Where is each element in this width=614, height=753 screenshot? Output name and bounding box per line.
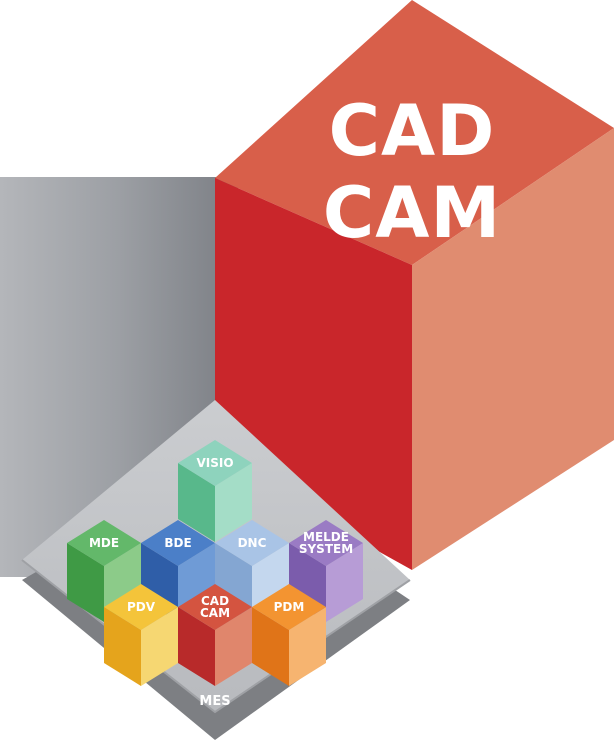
cube-meldesystem-right-face <box>326 543 363 622</box>
cube-pdv-left-face <box>104 607 141 686</box>
cube-mde-label: MDE <box>89 536 119 550</box>
cube-bde-label: BDE <box>164 536 191 550</box>
cube-dnc-label: DNC <box>238 536 267 550</box>
cube-cadcam-small-left-face <box>178 607 215 686</box>
cube-pdv-top-face <box>104 584 178 630</box>
cube-cadcam-small-label: CAD <box>201 594 229 608</box>
big-cube-label-cad: CAD <box>329 90 496 172</box>
cube-pdm-top-face <box>252 584 326 630</box>
cube-meldesystem-label: SYSTEM <box>299 542 353 556</box>
cube-cadcam-small-label: CAM <box>200 606 230 620</box>
big-cube-right-face <box>412 128 614 570</box>
cube-bde-top-face <box>141 520 215 566</box>
cube-pdm: PDM <box>252 584 326 686</box>
big-cube-label-cam: CAM <box>323 172 501 254</box>
mes-label: MES <box>199 694 230 709</box>
cube-mde-top-face <box>67 520 141 566</box>
cube-visio: VISIO <box>178 440 252 542</box>
big-cube-top-face <box>215 0 614 265</box>
cube-cadcam-small-top-face <box>178 584 252 630</box>
cube-mde: MDE <box>67 520 141 622</box>
cube-pdm-left-face <box>252 607 289 686</box>
cube-mde-left-face <box>67 543 104 622</box>
cube-meldesystem-top-face <box>289 520 363 566</box>
cube-visio-right-face <box>215 463 252 542</box>
cube-visio-left-face <box>178 463 215 542</box>
cube-pdm-label: PDM <box>274 600 305 614</box>
cube-meldesystem-label: MELDE <box>303 530 349 544</box>
cube-dnc-top-face <box>215 520 289 566</box>
cube-cadcam-small-right-face <box>215 607 252 686</box>
cube-visio-label: VISIO <box>196 456 233 470</box>
cube-visio-top-face <box>178 440 252 486</box>
cube-pdv: PDV <box>104 584 178 686</box>
cube-pdm-right-face <box>289 607 326 686</box>
cube-pdv-label: PDV <box>127 600 156 614</box>
cube-pdv-right-face <box>141 607 178 686</box>
